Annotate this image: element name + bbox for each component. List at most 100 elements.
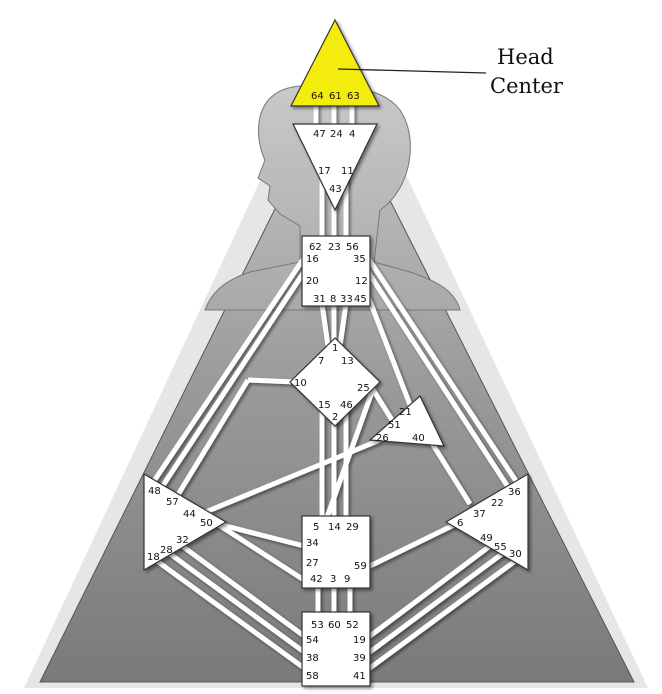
- gate-label: 63: [347, 91, 360, 102]
- channel-line: [368, 538, 500, 638]
- gate-label: 38: [306, 653, 319, 664]
- g-gates: 1 7 13 10 25 15 46 2: [294, 343, 370, 423]
- gate-label: 46: [340, 400, 353, 411]
- gate-label: 32: [176, 535, 189, 546]
- gate-label: 22: [491, 498, 504, 509]
- gate-label: 14: [328, 522, 341, 533]
- gate-label: 23: [328, 242, 341, 253]
- channel-line: [369, 386, 395, 422]
- gate-label: 42: [310, 574, 323, 585]
- channel-line: [337, 303, 349, 347]
- channel-line: [148, 553, 306, 671]
- gate-label: 4: [349, 129, 355, 140]
- gate-label: 30: [509, 549, 522, 560]
- root-gates: 53 60 52 54 19 38 39 58 41: [306, 620, 366, 682]
- ajna-center: [292, 123, 378, 212]
- spleen-center: [143, 472, 228, 572]
- solar-plexus-gates: 36 22 37 6 49 55 30: [457, 487, 522, 560]
- gate-label: 21: [399, 407, 412, 418]
- ajna-gates: 47 24 4 17 11 43: [313, 129, 355, 195]
- gate-label: 28: [160, 545, 173, 556]
- gate-label: 48: [148, 486, 161, 497]
- throat-gates: 62 23 56 16 35 20 12 31 8 33 45: [306, 242, 368, 305]
- channel-line: [368, 553, 524, 671]
- root-center: [301, 611, 371, 687]
- gate-label: 3: [330, 574, 336, 585]
- channel-line: [368, 519, 462, 569]
- head-gates: 64 61 63: [311, 91, 360, 102]
- channel-line: [323, 391, 375, 521]
- g-center: [289, 337, 381, 427]
- gate-label: 57: [166, 497, 179, 508]
- heart-center: [368, 395, 445, 447]
- gate-label: 47: [313, 129, 326, 140]
- gate-label: 51: [388, 420, 401, 431]
- sacral-center: [301, 515, 371, 589]
- gate-label: 18: [147, 552, 160, 563]
- gate-label: 49: [480, 533, 493, 544]
- channel-line: [247, 377, 297, 385]
- gate-label: 7: [318, 356, 324, 367]
- gate-label: 24: [330, 129, 343, 140]
- gate-label: 61: [329, 91, 342, 102]
- channel-line: [209, 519, 305, 549]
- sacral-gates: 5 14 29 34 27 59 42 3 9: [306, 522, 367, 585]
- gate-label: 36: [508, 487, 521, 498]
- gate-label: 13: [341, 356, 354, 367]
- gate-label: 39: [353, 653, 366, 664]
- gate-label: 35: [353, 254, 366, 265]
- gate-label: 31: [313, 294, 326, 305]
- gate-label: 44: [183, 509, 196, 520]
- gate-label: 6: [457, 518, 463, 529]
- gate-label: 20: [306, 276, 319, 287]
- gate-label: 59: [354, 561, 367, 572]
- spleen-gates: 48 57 44 50 32 28 18: [147, 486, 213, 563]
- gate-label: 37: [473, 509, 486, 520]
- gate-label: 16: [306, 254, 319, 265]
- gate-label: 55: [494, 542, 507, 553]
- channel-line: [368, 545, 512, 655]
- head-center: [290, 18, 380, 107]
- gate-label: 45: [354, 294, 367, 305]
- gate-label: 29: [346, 522, 359, 533]
- channel-line: [319, 303, 331, 347]
- gate-label: 2: [332, 412, 338, 423]
- gate-label: 60: [328, 620, 341, 631]
- gate-label: 62: [309, 242, 322, 253]
- channel-line: [365, 270, 513, 492]
- gate-label: 40: [412, 433, 425, 444]
- gate-label: 17: [318, 166, 331, 177]
- gate-label: 56: [346, 242, 359, 253]
- gate-label: 26: [376, 433, 389, 444]
- channel-line: [427, 438, 473, 506]
- gate-label: 10: [294, 378, 307, 389]
- gate-label: 11: [341, 166, 354, 177]
- gate-label: 1: [332, 343, 338, 354]
- gate-label: 5: [313, 522, 319, 533]
- gate-label: 9: [344, 574, 350, 585]
- gate-label: 34: [306, 538, 319, 549]
- gate-label: 53: [311, 620, 324, 631]
- channel-line: [173, 378, 251, 500]
- channel-line: [149, 256, 307, 486]
- gate-label: 41: [353, 671, 366, 682]
- gate-label: 25: [357, 383, 370, 394]
- gate-label: 43: [329, 184, 342, 195]
- gate-label: 8: [330, 294, 336, 305]
- gate-label: 58: [306, 671, 319, 682]
- callout-leader-line: [337, 68, 487, 74]
- gate-label: 19: [353, 635, 366, 646]
- callout-title-line2: Center: [490, 74, 564, 98]
- throat-center: [301, 235, 371, 307]
- gate-label: 33: [340, 294, 353, 305]
- channels: [148, 100, 524, 671]
- gate-label: 64: [311, 91, 324, 102]
- heart-gates: 21 51 26 40: [376, 407, 425, 444]
- channel-line: [157, 270, 307, 492]
- gate-label: 15: [318, 400, 331, 411]
- channel-line: [172, 537, 306, 639]
- gate-label: 52: [346, 620, 359, 631]
- solar-plexus-center: [444, 472, 529, 572]
- gate-label: 54: [306, 635, 319, 646]
